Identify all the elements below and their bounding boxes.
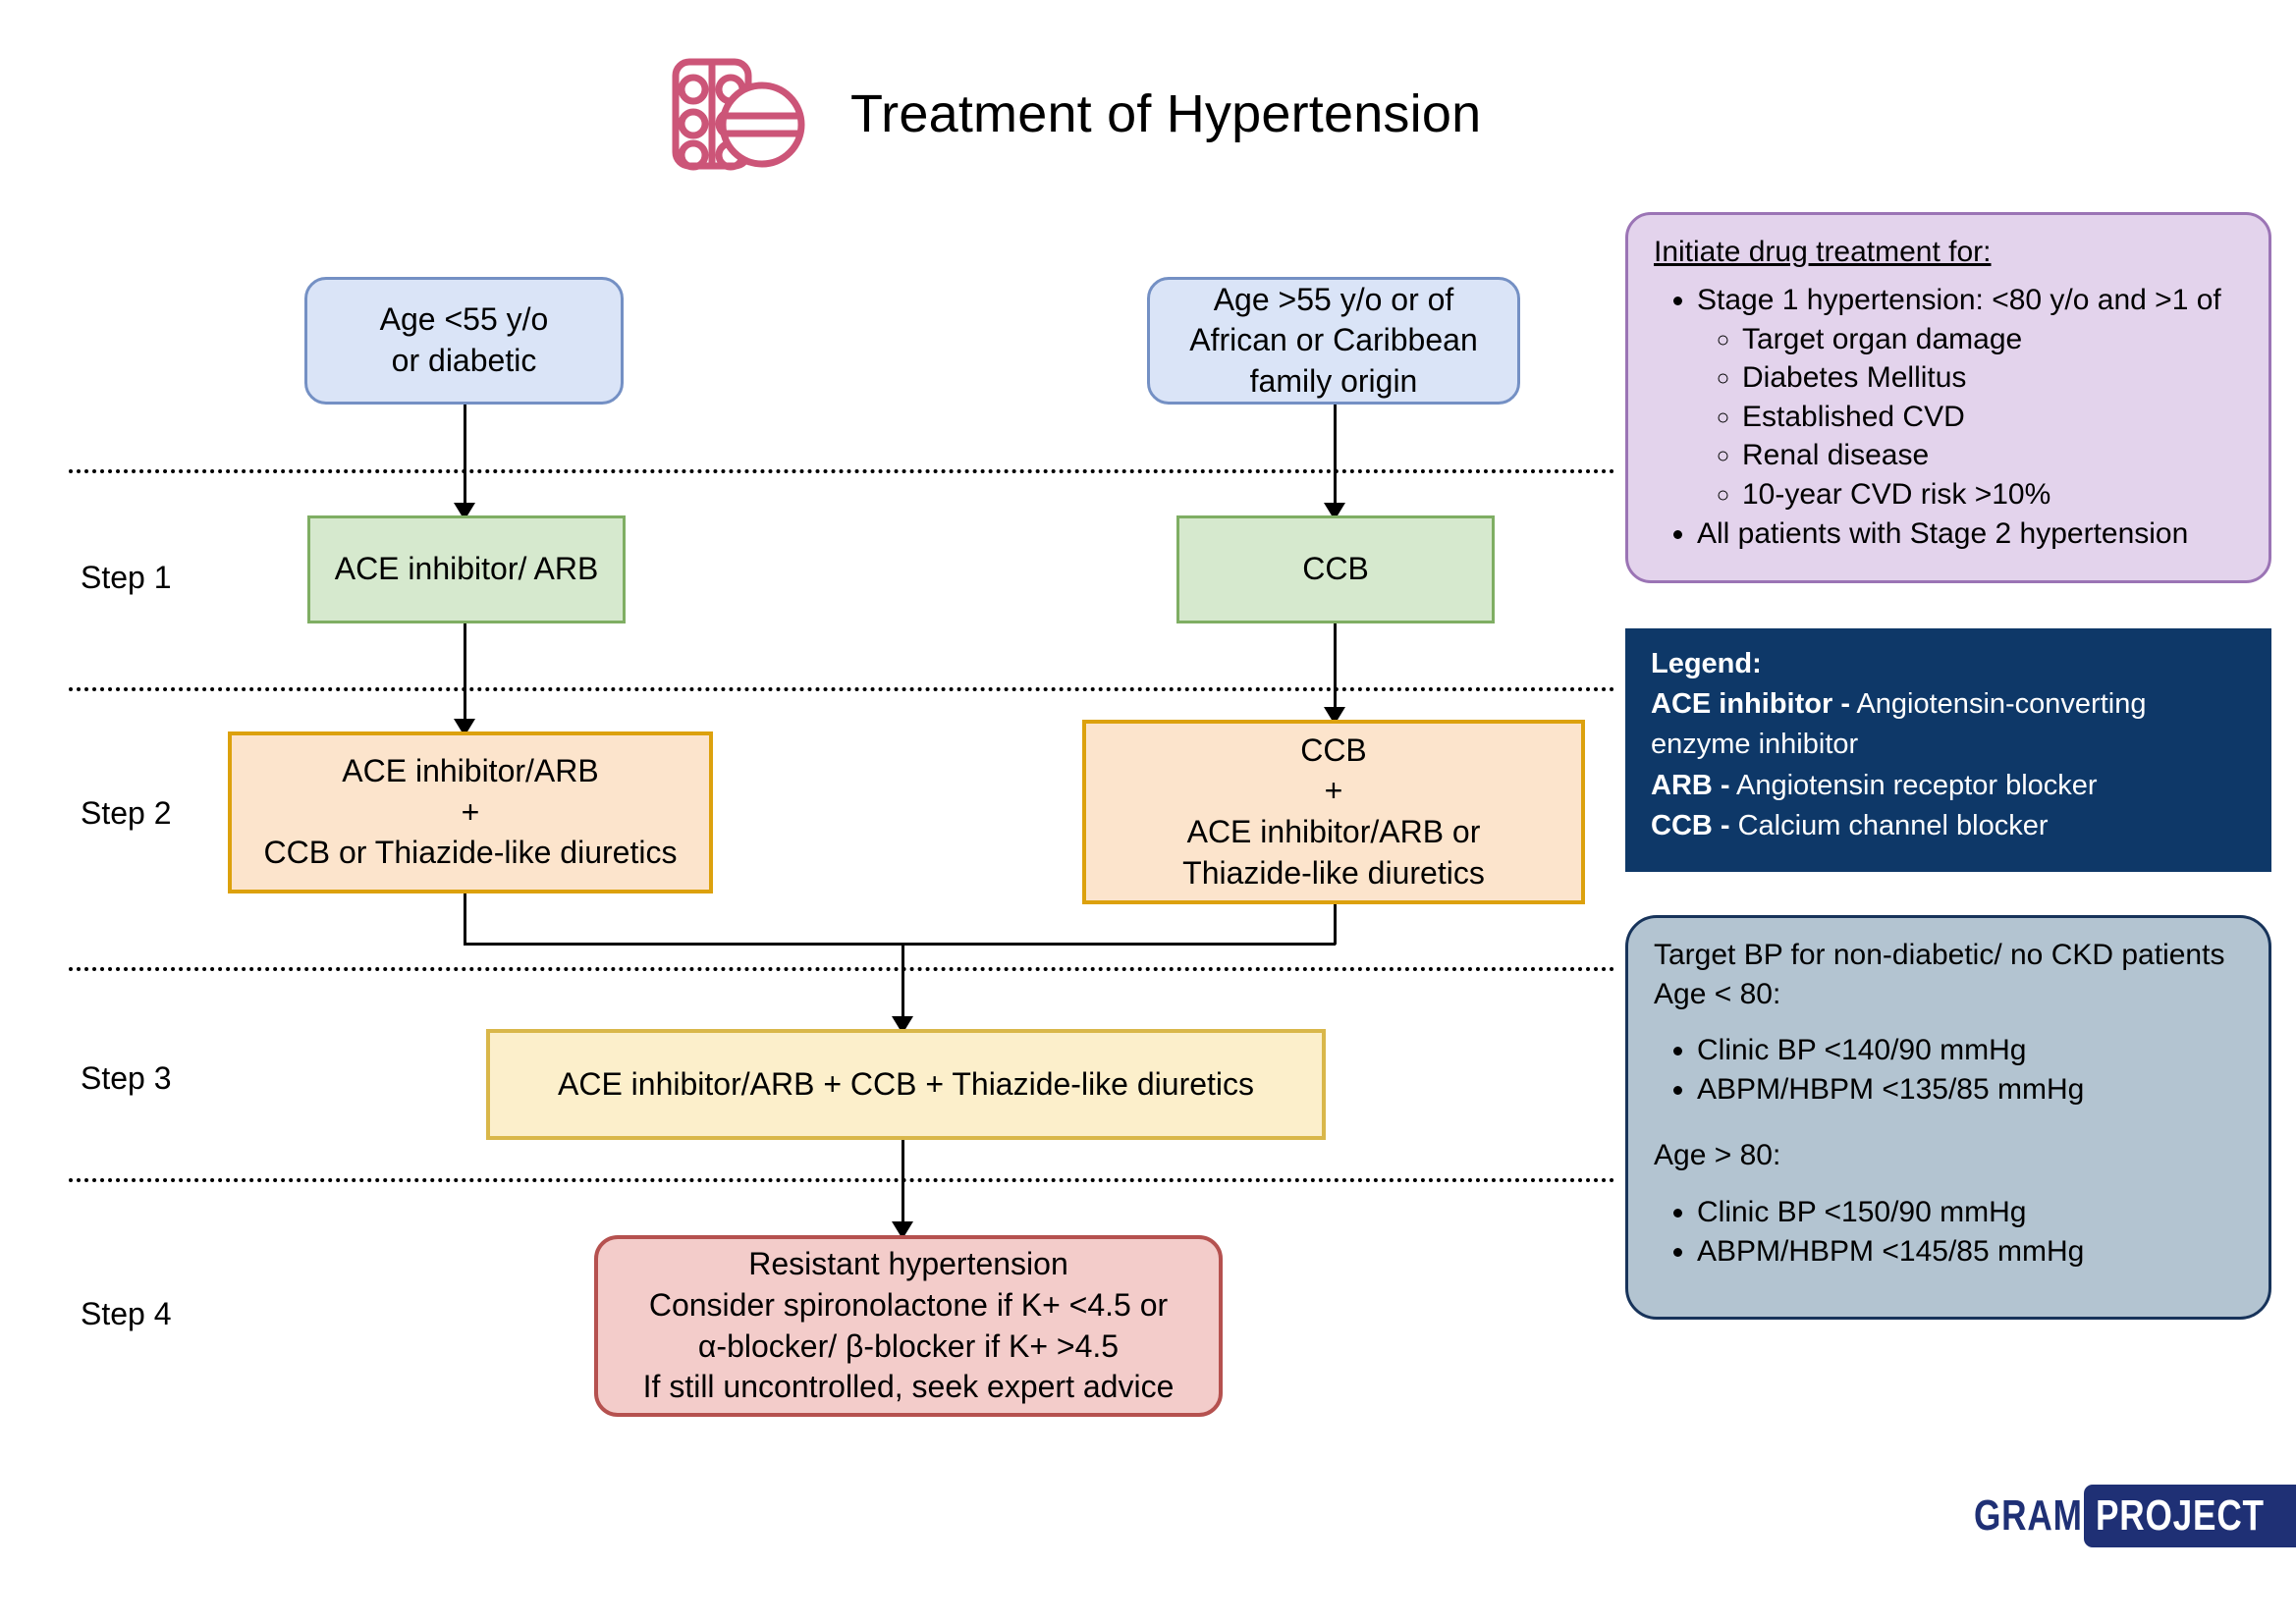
panel-target-bp: Target BP for non-diabetic/ no CKD patie… xyxy=(1625,915,2271,1320)
node-step2-left-line-1: ACE inhibitor/ARB xyxy=(342,753,599,789)
pill-blister-capsule-icon xyxy=(672,58,805,171)
initiate-heading: Initiate drug treatment for: xyxy=(1654,236,1992,268)
legend-def-ccb: Calcium channel blocker xyxy=(1737,809,2049,841)
brand-gram-text: GRAM xyxy=(1974,1491,2083,1540)
node-entry-left-line-1: Age <55 y/o xyxy=(379,301,549,338)
list-item: Target organ damage xyxy=(1742,320,2247,359)
list-item: Diabetes Mellitus xyxy=(1742,358,2247,398)
page-header: Treatment of Hypertension xyxy=(668,54,1481,174)
connector-step2-left-down xyxy=(464,893,466,945)
node-step1-right-label: CCB xyxy=(1302,551,1369,587)
legend-term-ace: ACE inhibitor - xyxy=(1651,688,1850,721)
initiate-bullet-1-text: Stage 1 hypertension: <80 y/o and >1 of xyxy=(1697,284,2221,316)
node-entry-left[interactable]: Age <55 y/o or diabetic xyxy=(304,277,624,405)
connector-merge-to-step3 xyxy=(902,943,904,1021)
connector-entry-right-to-step1 xyxy=(1334,405,1337,508)
list-item: Clinic BP <140/90 mmHg xyxy=(1697,1031,2247,1070)
node-step3[interactable]: ACE inhibitor/ARB + CCB + Thiazide-like … xyxy=(486,1029,1326,1140)
node-entry-right-line-3: family origin xyxy=(1249,362,1418,399)
node-step4-line-4: If still uncontrolled, seek expert advic… xyxy=(642,1369,1175,1405)
connector-step1-right-to-step2 xyxy=(1334,623,1337,712)
legend-entry-ace: ACE inhibitor - Angiotensin-converting e… xyxy=(1651,684,2250,765)
list-item: Clinic BP <150/90 mmHg xyxy=(1697,1193,2247,1232)
separator-step2 xyxy=(69,687,1615,691)
node-step4[interactable]: Resistant hypertension Consider spironol… xyxy=(594,1235,1223,1417)
node-step1-right[interactable]: CCB xyxy=(1176,515,1495,623)
legend-def-arb: Angiotensin receptor blocker xyxy=(1736,769,2098,801)
target-over80-list: Clinic BP <150/90 mmHg ABPM/HBPM <145/85… xyxy=(1654,1193,2247,1271)
node-step4-line-3: α-blocker/ β-blocker if K+ >4.5 xyxy=(697,1327,1120,1364)
list-item: 10-year CVD risk >10% xyxy=(1742,475,2247,514)
target-heading-line1: Target BP for non-diabetic/ no CKD patie… xyxy=(1654,939,2225,971)
step-label-1: Step 1 xyxy=(81,560,172,595)
node-step2-right[interactable]: CCB + ACE inhibitor/ARB or Thiazide-like… xyxy=(1082,720,1585,904)
page-title: Treatment of Hypertension xyxy=(850,84,1482,143)
node-step2-left[interactable]: ACE inhibitor/ARB + CCB or Thiazide-like… xyxy=(228,731,713,893)
connector-step3-to-step4 xyxy=(902,1140,904,1226)
connector-entry-left-to-step1 xyxy=(464,405,466,508)
node-step2-left-line-2: + xyxy=(461,793,480,830)
target-heading-line2: Age < 80: xyxy=(1654,977,1781,1010)
list-item: ABPM/HBPM <135/85 mmHg xyxy=(1697,1070,2247,1110)
target-under80-list: Clinic BP <140/90 mmHg ABPM/HBPM <135/85… xyxy=(1654,1031,2247,1109)
node-step2-right-line-3: ACE inhibitor/ARB or xyxy=(1186,814,1481,849)
list-item: ABPM/HBPM <145/85 mmHg xyxy=(1697,1232,2247,1272)
node-step4-line-2: Consider spironolactone if K+ <4.5 or xyxy=(648,1286,1169,1323)
brand-project-badge: PROJECT xyxy=(2084,1485,2296,1547)
initiate-bullet-list: Stage 1 hypertension: <80 y/o and >1 of … xyxy=(1654,281,2247,553)
list-item: Established CVD xyxy=(1742,398,2247,437)
legend-term-arb: ARB - xyxy=(1651,769,1730,801)
panel-initiate-drug-treatment: Initiate drug treatment for: Stage 1 hyp… xyxy=(1625,212,2271,583)
node-entry-left-line-2: or diabetic xyxy=(391,343,537,378)
legend-def-ace: Angiotensin-converting enzyme inhibitor xyxy=(1651,688,2147,761)
step-label-2: Step 2 xyxy=(81,795,172,831)
node-step3-label: ACE inhibitor/ARB + CCB + Thiazide-like … xyxy=(557,1065,1255,1102)
arrow-step3-to-step4 xyxy=(892,1221,913,1239)
connector-step1-left-to-step2 xyxy=(464,623,466,724)
node-step2-right-line-1: CCB xyxy=(1300,731,1367,768)
list-item: Stage 1 hypertension: <80 y/o and >1 of … xyxy=(1697,281,2247,514)
brand-project-text: PROJECT xyxy=(2096,1491,2266,1540)
step-label-4: Step 4 xyxy=(81,1296,172,1331)
node-entry-right[interactable]: Age >55 y/o or of African or Caribbean f… xyxy=(1147,277,1520,405)
node-step1-left-label: ACE inhibitor/ ARB xyxy=(334,551,599,587)
connector-step2-right-down xyxy=(1334,904,1337,945)
brand-logo: GRAM PROJECT xyxy=(1974,1485,2296,1547)
legend-entry-arb: ARB - Angiotensin receptor blocker xyxy=(1651,766,2250,806)
node-step1-left[interactable]: ACE inhibitor/ ARB xyxy=(307,515,626,623)
panel-legend: Legend: ACE inhibitor - Angiotensin-conv… xyxy=(1625,628,2271,872)
separator-step1 xyxy=(69,469,1615,473)
separator-step3 xyxy=(69,967,1615,971)
node-step4-line-1: Resistant hypertension xyxy=(748,1246,1068,1282)
connector-merge-horizontal xyxy=(464,943,1336,946)
list-item: Renal disease xyxy=(1742,436,2247,475)
list-item: All patients with Stage 2 hypertension xyxy=(1697,514,2247,554)
target-heading-line3: Age > 80: xyxy=(1654,1139,1781,1172)
separator-step4 xyxy=(69,1178,1615,1182)
legend-heading-text: Legend: xyxy=(1651,648,1762,679)
node-step2-left-line-3: CCB or Thiazide-like diuretics xyxy=(263,835,678,871)
node-step2-right-line-4: Thiazide-like diuretics xyxy=(1182,854,1485,891)
legend-entry-ccb: CCB - Calcium channel blocker xyxy=(1651,806,2250,846)
initiate-sub-list: Target organ damage Diabetes Mellitus Es… xyxy=(1697,320,2247,514)
legend-term-ccb: CCB - xyxy=(1651,809,1730,841)
legend-heading: Legend: xyxy=(1651,644,2250,684)
node-entry-right-line-1: Age >55 y/o or of xyxy=(1213,281,1454,317)
step-label-3: Step 3 xyxy=(81,1060,172,1096)
node-step2-right-line-2: + xyxy=(1324,773,1343,809)
node-entry-right-line-2: African or Caribbean xyxy=(1189,322,1478,358)
